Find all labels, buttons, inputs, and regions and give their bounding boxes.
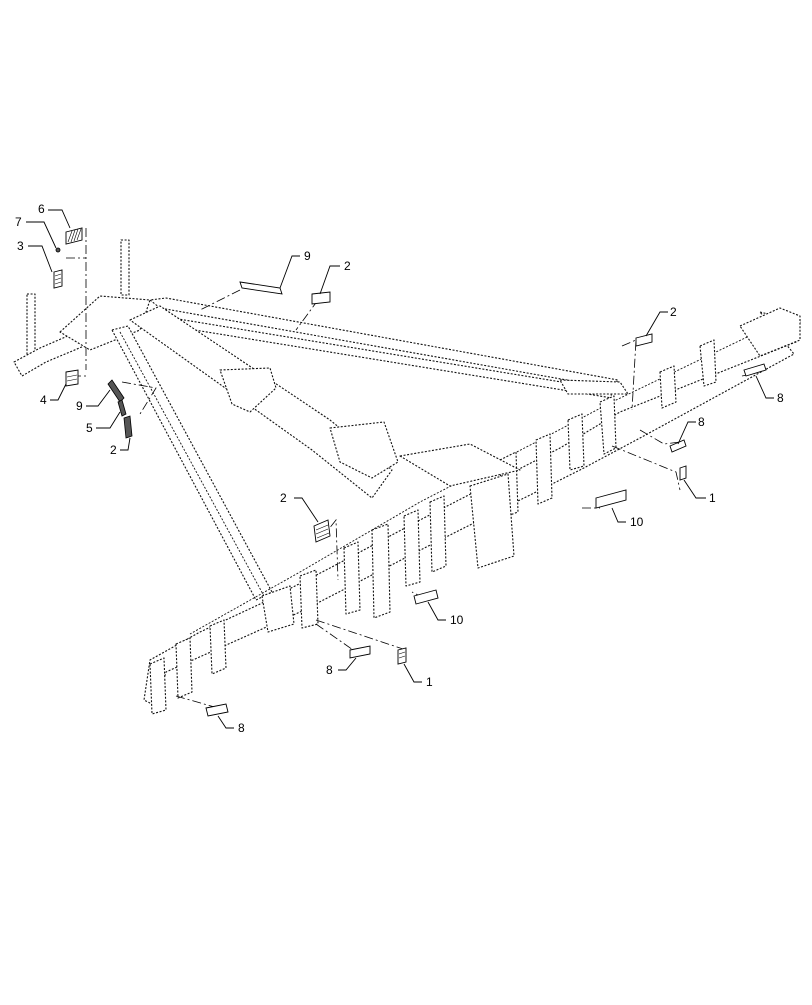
callout-3: 3 [17,239,24,253]
decal-2-right [635,333,653,347]
decal-4 [65,369,79,387]
callout-2-left: 2 [110,443,117,457]
callout-8-bottom-mid: 8 [326,663,333,677]
decal-8-bottom-mid [349,645,371,659]
decal-7 [55,247,61,253]
right-end-block [739,307,801,357]
decal-8-right-top [743,363,767,377]
callout-2-top: 2 [344,259,351,273]
callout-1-bottom: 1 [426,675,433,689]
callout-9-top: 9 [304,249,311,263]
callout-5: 5 [86,421,93,435]
callout-leaders [26,209,774,729]
decal-8-right-mid [669,439,687,453]
callout-labels: 6 7 3 4 9 5 2 9 2 2 8 8 1 10 2 10 8 1 8 [15,202,784,735]
callout-6: 6 [38,202,45,216]
decal-5 [117,399,127,417]
callout-2-right: 2 [670,305,677,319]
decal-1-bottom [397,647,407,665]
decal-10-right [595,489,627,509]
callout-4: 4 [40,393,47,407]
callout-10-right: 10 [630,515,644,529]
decal-9-left [107,379,125,403]
callout-7: 7 [15,215,22,229]
callout-8-bottom-left: 8 [238,721,245,735]
callout-8-right-top: 8 [777,391,784,405]
decal-8-bottom-left [205,703,229,717]
callout-9-left: 9 [76,399,83,413]
decal-3 [53,269,63,289]
callout-8-right-mid: 8 [698,415,705,429]
decal-6 [65,227,83,245]
decal-2-center [313,519,331,543]
lower-hinge-block [261,585,295,633]
beam-bracket [219,367,277,413]
callout-10-center: 10 [450,613,464,627]
decal-10-center [413,589,439,605]
decal-9-top [239,281,283,295]
decals [53,227,767,717]
decal-1-right [679,465,687,481]
decal-2-top [311,291,331,305]
gearbox-housing [469,473,515,569]
rail-end-clamp [559,379,629,395]
callout-2-center: 2 [280,491,287,505]
left-upright-post [26,293,36,355]
machine-frame [13,239,801,715]
cross-member [399,443,521,487]
center-plate [329,421,399,479]
row-unit-brackets [149,339,717,715]
left-upright-post-rear [120,239,130,296]
callout-1-right: 1 [709,491,716,505]
decal-2-left [123,415,133,439]
